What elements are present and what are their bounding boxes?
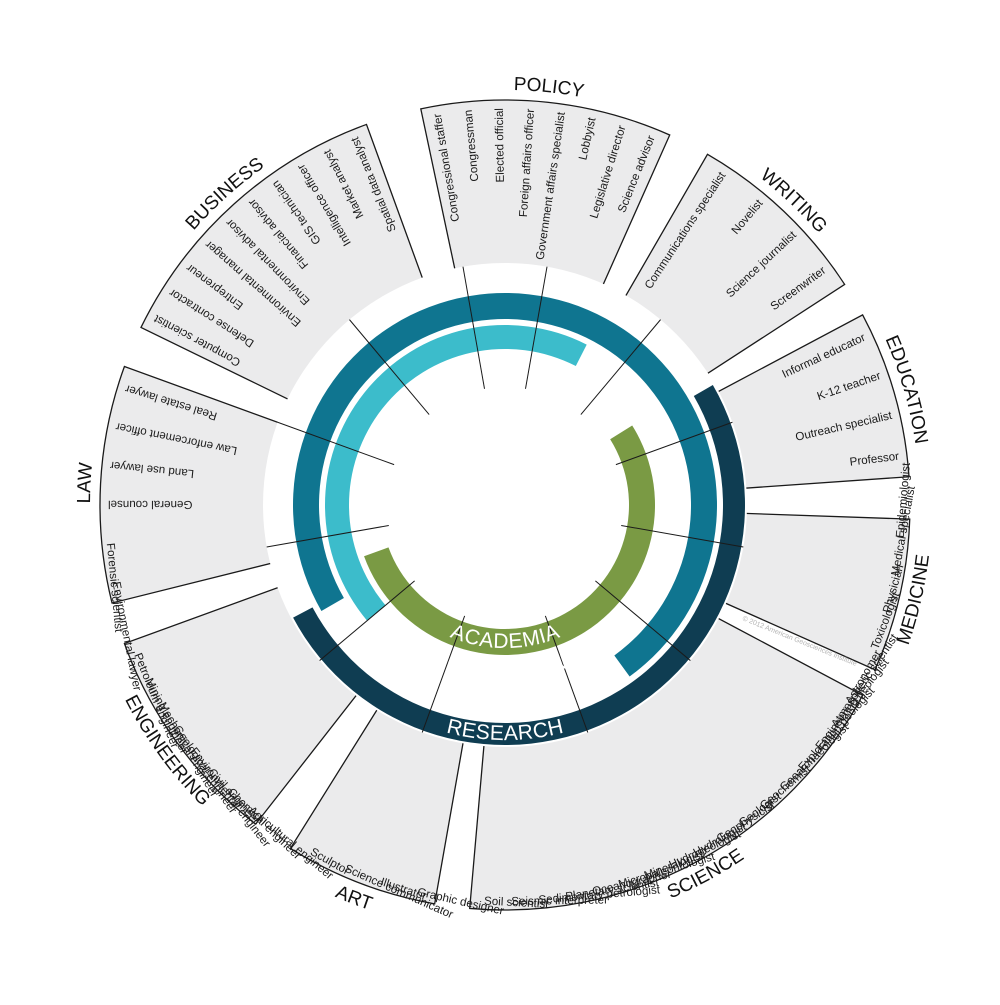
category-title-law: LAW: [74, 462, 97, 504]
radial-tick: [349, 319, 430, 415]
radial-tick: [615, 421, 733, 466]
ring-government: [325, 325, 587, 621]
job-label-education: Professor: [849, 450, 900, 469]
radial-tick: [319, 580, 415, 661]
center-hole: [421, 421, 589, 589]
radial-tick: [595, 580, 691, 661]
job-label-science: Soil scientist: [484, 895, 550, 911]
job-label-policy: Elected official: [493, 108, 507, 183]
radial-tick: [621, 524, 744, 548]
job-label-law: General counsel: [108, 498, 192, 511]
radial-tick: [266, 524, 389, 548]
ring-academia: [364, 425, 655, 655]
radial-tick: [421, 615, 466, 733]
radial-tick: [277, 421, 395, 466]
radial-tick: [580, 319, 661, 415]
radial-tick: [544, 615, 589, 733]
radial-tick: [524, 266, 548, 389]
category-title-policy: POLICY: [513, 74, 586, 102]
job-label-medicine: Epidemiologist: [894, 461, 913, 538]
sector-rings: RESEARCHINDUSTRYGOVERNMENTACADEMIANONPRO…: [263, 263, 747, 747]
job-label-science: Seismic interpreter: [511, 893, 608, 908]
radial-tick: [462, 266, 486, 389]
